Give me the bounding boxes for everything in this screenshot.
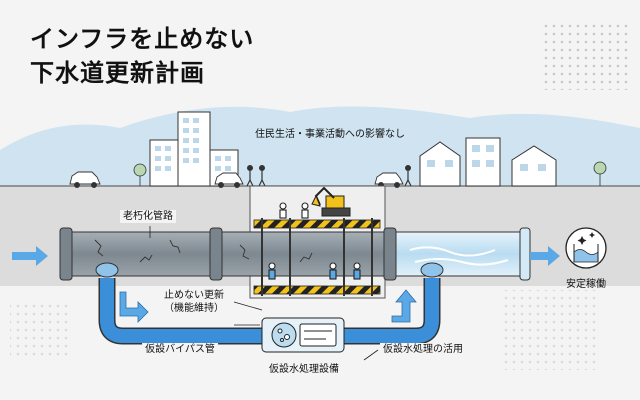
stable-operation-icon [565, 227, 607, 269]
person-icon [246, 165, 412, 187]
new-pipe [395, 227, 531, 281]
decor-dots-bottom-right [500, 290, 600, 370]
bypass-up-arrow-icon [391, 289, 417, 323]
title-line-1: インフラを止めない [30, 25, 255, 53]
shoring-frame [253, 218, 381, 296]
treatment-unit-icon [261, 317, 345, 353]
house-icon [419, 137, 557, 187]
decor-dots-bottom-left [10, 300, 70, 360]
bypass-pipe-label: 仮設バイパス管 [142, 343, 218, 356]
residents-label: 住民生活・事業活動への影響なし [255, 129, 405, 140]
nonstop-renewal-sub-label: （機能維持） [164, 303, 224, 314]
treatment-facility-label: 仮設水処理設備 [269, 364, 339, 375]
excavator-icon [311, 186, 351, 217]
old-pipe [59, 227, 397, 281]
old-pipe-label: 老朽化管路 [120, 210, 176, 223]
inflow-arrow-icon [12, 246, 48, 266]
building-icon [149, 111, 239, 187]
worker-icon [268, 202, 361, 280]
title-line-2: 下水道更新計画 [30, 59, 205, 87]
treatment-use-label: 仮設水処理の活用 [380, 343, 466, 356]
page-title: インフラを止めない 下水道更新計画 [30, 22, 254, 90]
tree-icon [133, 161, 607, 186]
decor-dots-top-right [540, 20, 630, 90]
outflow-arrow-icon [530, 246, 560, 266]
stable-operation-label: 安定稼働 [566, 279, 606, 290]
bypass-down-arrow-icon [119, 291, 149, 323]
leader-lines [149, 226, 379, 361]
nonstop-renewal-label: 止めない更新 [164, 290, 224, 301]
